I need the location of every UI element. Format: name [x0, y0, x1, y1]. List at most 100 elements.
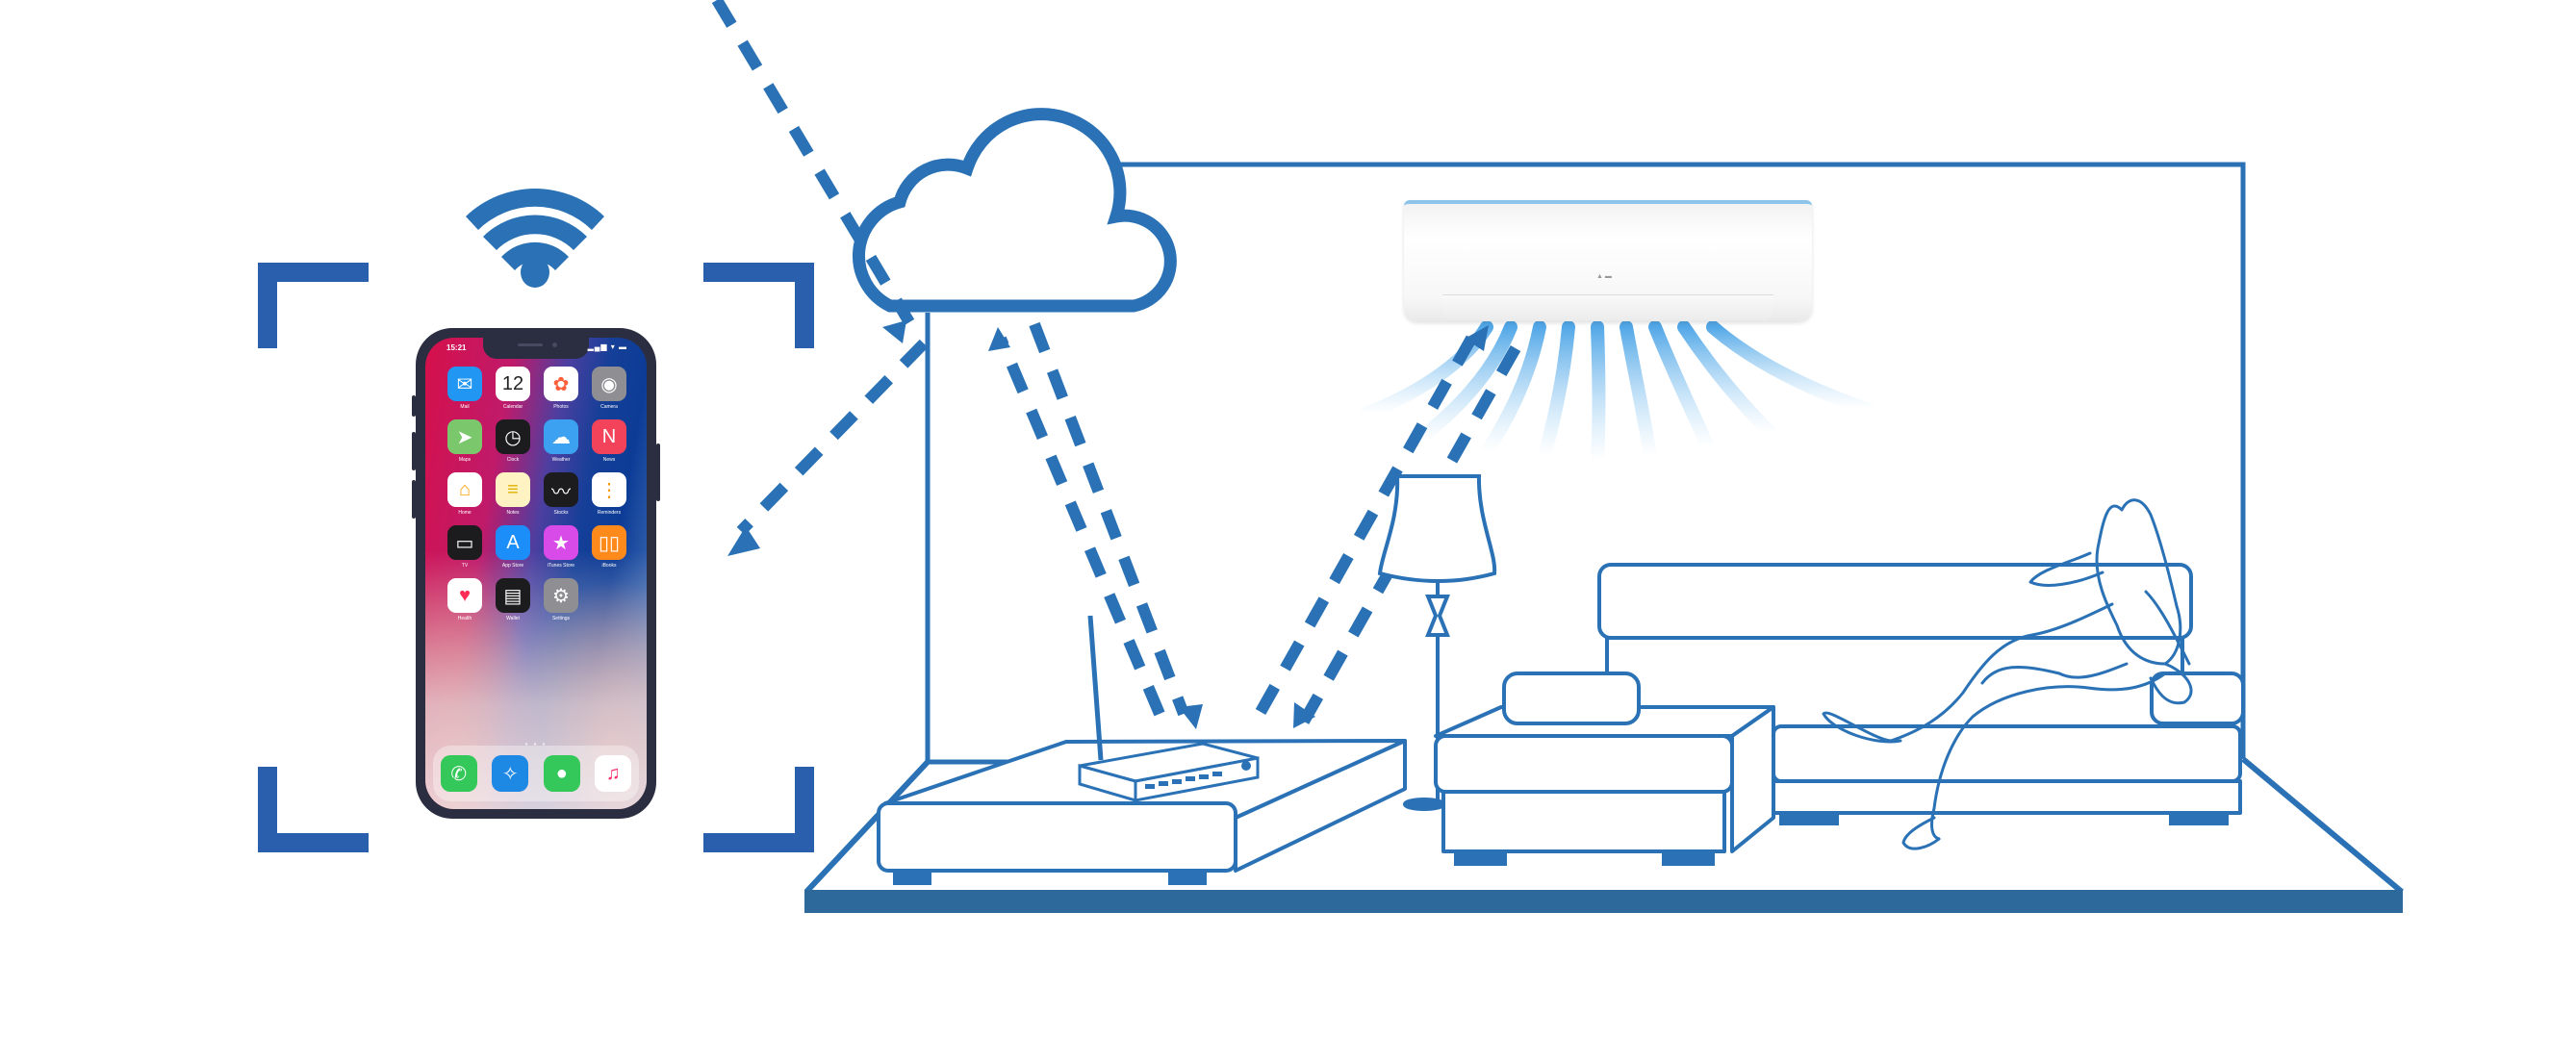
app-maps[interactable]: ➤ Maps	[441, 419, 489, 463]
status-time: 15:21	[446, 343, 467, 352]
person-on-sofa	[1822, 498, 2193, 850]
app-notes[interactable]: ≡ Notes	[489, 472, 537, 516]
floor-lamp	[1377, 474, 1497, 811]
app-label: News	[602, 457, 616, 463]
router-icon	[1078, 615, 1260, 803]
floor-slab	[804, 890, 2403, 913]
link-router-to-ac	[1255, 334, 1478, 715]
link-phone-to-cloud	[711, 0, 915, 326]
home-icon: ⌂	[447, 472, 482, 507]
sofa-seat	[1772, 724, 2242, 783]
link-router-to-cloud	[995, 336, 1165, 717]
ibooks-icon: ▯▯	[592, 525, 626, 560]
app-label: Photos	[553, 404, 569, 410]
back-wall	[1116, 162, 2246, 759]
app-ibooks[interactable]: ▯▯iBooks	[585, 525, 633, 569]
settings-icon: ⚙	[544, 578, 578, 613]
app-stocks[interactable]: 〰 Stocks	[537, 472, 585, 516]
arrowhead-cloud-right	[988, 327, 1010, 351]
arrowhead-router-left	[1179, 704, 1203, 729]
mute-switch	[412, 395, 416, 417]
wifi-icon	[466, 189, 604, 288]
room-outline	[803, 162, 2404, 895]
app-settings[interactable]: ⚙ Settings	[537, 578, 585, 621]
sofa-back	[1597, 563, 2193, 640]
messages-icon[interactable]: ●	[543, 755, 580, 792]
app-label: Notes	[506, 510, 520, 516]
news-icon: N	[592, 419, 626, 454]
app-health[interactable]: ♥ Health	[441, 578, 489, 621]
app-mail[interactable]: ✉Mail	[441, 367, 489, 410]
air-conditioner-unit: ▲ ▬	[1404, 200, 1812, 325]
pillow	[1502, 672, 1641, 725]
arrowhead-phone	[727, 526, 760, 556]
safari-icon[interactable]: ✧	[492, 755, 529, 792]
app-itunes-store[interactable]: ★iTunes Store	[537, 525, 585, 569]
app-label: Stocks	[553, 510, 569, 516]
app-app-store[interactable]: A App Store	[489, 525, 537, 569]
notch	[483, 338, 589, 359]
notes-icon: ≡	[496, 472, 530, 507]
scan-frame-brackets	[258, 263, 814, 852]
bracket-top-left	[258, 263, 369, 348]
app-label: TV	[461, 563, 469, 569]
itunes-store-icon: ★	[544, 525, 578, 560]
bracket-top-right	[703, 263, 814, 348]
sofa	[1434, 563, 2245, 866]
music-icon[interactable]: ♫	[595, 755, 632, 792]
airflow	[1360, 320, 1874, 469]
app-tv[interactable]: ▭ TV	[441, 525, 489, 569]
app-home[interactable]: ⌂ Home	[441, 472, 489, 516]
app-label: Maps	[458, 457, 472, 463]
clock-icon: ◷	[496, 419, 530, 454]
app-label: Reminders	[597, 510, 622, 516]
bracket-bottom-left	[258, 767, 369, 852]
stocks-icon: 〰	[544, 472, 578, 507]
app-label: App Store	[501, 563, 524, 569]
app-weather[interactable]: ☁ Weather	[537, 419, 585, 463]
app-label: Health	[457, 616, 472, 621]
dock: ✆ ✧ ● ♫	[433, 746, 639, 801]
app-store-icon: A	[496, 525, 530, 560]
ac-vent	[1442, 294, 1773, 320]
app-news[interactable]: N News	[585, 419, 633, 463]
status-icons: ▂▄▆ ▾ ▬	[587, 342, 627, 351]
app-label: Wallet	[506, 616, 520, 621]
cloud-icon	[853, 108, 1177, 313]
chaise-cushion	[1434, 734, 1734, 794]
app-camera[interactable]: ◉Camera	[585, 367, 633, 410]
reminders-icon: ⋮	[592, 472, 626, 507]
app-wallet[interactable]: ▤Wallet	[489, 578, 537, 621]
floor-left-edge	[803, 759, 931, 895]
arrowhead-ac	[1465, 325, 1489, 351]
photos-icon: ✿	[544, 367, 578, 401]
mail-icon: ✉	[447, 367, 482, 401]
app-label: Settings	[551, 616, 571, 621]
calendar-icon: 12	[496, 367, 530, 401]
volume-down-button	[412, 480, 416, 519]
lamp-shade	[1377, 474, 1497, 583]
camera-icon: ◉	[592, 367, 626, 401]
armrest-pillow	[2150, 672, 2245, 725]
floor-right-edge	[2241, 756, 2404, 895]
app-photos[interactable]: ✿ Photos	[537, 367, 585, 410]
app-label: Weather	[551, 457, 571, 463]
data-link-arrows	[711, 0, 1521, 724]
page-indicator: • • •	[524, 740, 548, 748]
weather-icon: ☁	[544, 419, 578, 454]
maps-icon: ➤	[447, 419, 482, 454]
tv-icon: ▭	[447, 525, 482, 560]
app-label: Calendar	[502, 404, 523, 410]
link-cloud-to-router	[1029, 321, 1189, 717]
side-button	[656, 443, 660, 501]
link-cloud-to-phone	[736, 339, 929, 536]
health-icon: ♥	[447, 578, 482, 613]
phone-app-icon[interactable]: ✆	[440, 755, 477, 792]
app-clock[interactable]: ◷Clock	[489, 419, 537, 463]
app-reminders[interactable]: ⋮ Reminders	[585, 472, 633, 516]
app-label: Home	[458, 510, 472, 516]
